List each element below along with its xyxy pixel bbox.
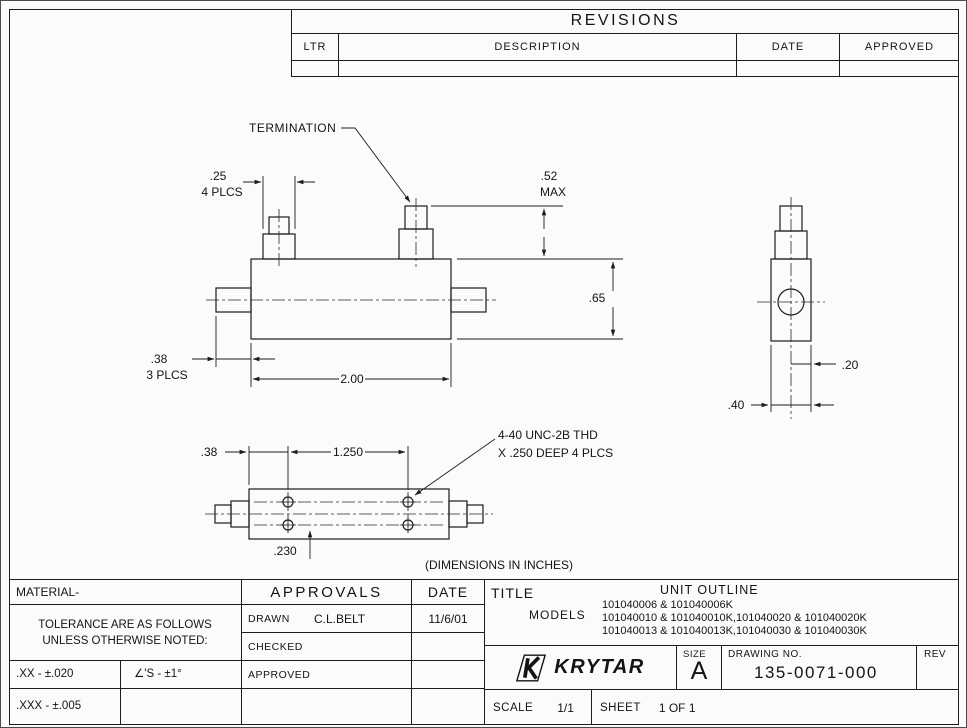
approved-row: APPROVED — [241, 661, 411, 689]
revisions-header-row: LTR DESCRIPTION DATE APPROVED — [292, 34, 959, 61]
revisions-col-approved: APPROVED — [864, 41, 935, 53]
checked-row: CHECKED — [241, 633, 411, 661]
models-label: MODELS — [529, 608, 586, 622]
checked-date — [411, 633, 484, 661]
tolerance-xxx-cell: .XXX - ±.005 — [9, 689, 121, 725]
title-cell: TITLE UNIT OUTLINE MODELS 101040006 & 10… — [484, 579, 959, 646]
models-line2: 101040010 & 101040010K,101040020 & 10104… — [602, 612, 867, 624]
approved-label: APPROVED — [248, 668, 311, 681]
tolerance-empty-cell — [121, 689, 241, 725]
krytar-logo-icon — [516, 654, 547, 681]
models-line3: 101040013 & 101040013K,101040030 & 10104… — [602, 625, 867, 637]
drawn-label: DRAWN — [248, 612, 290, 625]
title-value: UNIT OUTLINE — [660, 583, 759, 597]
revisions-title: REVISIONS — [292, 9, 959, 34]
approvals-empty-row — [241, 689, 411, 725]
drawn-name: C.L.BELT — [314, 611, 366, 626]
size-label: SIZE — [683, 649, 707, 660]
revisions-col-ltr: LTR — [292, 34, 339, 60]
revisions-empty-row — [292, 61, 959, 77]
logo-cell: KRYTAR — [484, 646, 676, 689]
revisions-col-date: DATE — [737, 34, 840, 60]
size-cell: SIZE A — [676, 646, 721, 689]
drawn-date: 11/6/01 — [411, 605, 484, 633]
scale-cell: SCALE 1/1 — [484, 689, 591, 725]
tolerance-line2: UNLESS OTHERWISE NOTED: — [42, 634, 208, 647]
approved-date — [411, 661, 484, 689]
scale-value: 1/1 — [557, 700, 574, 715]
brand-name: KRYTAR — [554, 656, 645, 678]
scale-label: SCALE — [493, 701, 534, 714]
title-label: TITLE — [491, 585, 535, 601]
drawing-no-cell: DRAWING NO. 135-0071-000 — [721, 646, 916, 689]
tolerance-xx-cell: .XX - ±.020 — [9, 661, 121, 689]
sheet-label: SHEET — [600, 701, 641, 714]
approvals-header: APPROVALS — [241, 579, 411, 605]
drawn-row: DRAWN C.L.BELT — [241, 605, 411, 633]
size-value: A — [690, 657, 708, 685]
rev-label: REV — [924, 649, 947, 660]
sheet-value: 1 OF 1 — [658, 700, 696, 715]
drawing-no-label: DRAWING NO. — [728, 649, 803, 660]
checked-label: CHECKED — [248, 640, 303, 653]
drawing-no-value: 135-0071-000 — [754, 663, 878, 682]
date-header: DATE — [411, 579, 484, 605]
tolerance-line1: TOLERANCE ARE AS FOLLOWS — [38, 618, 212, 631]
sheet-cell: SHEET 1 OF 1 — [591, 689, 959, 725]
approvals-empty-date — [411, 689, 484, 725]
revisions-table: REVISIONS LTR DESCRIPTION DATE APPROVED — [291, 9, 959, 77]
tolerance-note-cell: TOLERANCE ARE AS FOLLOWS UNLESS OTHERWIS… — [9, 605, 241, 661]
tolerance-angle-cell: ∠'S - ±1° — [121, 661, 241, 689]
material-cell: MATERIAL- — [9, 579, 241, 605]
rev-cell: REV — [916, 646, 959, 689]
models-line1: 101040006 & 101040006K — [602, 599, 733, 611]
revisions-col-description: DESCRIPTION — [339, 34, 737, 60]
